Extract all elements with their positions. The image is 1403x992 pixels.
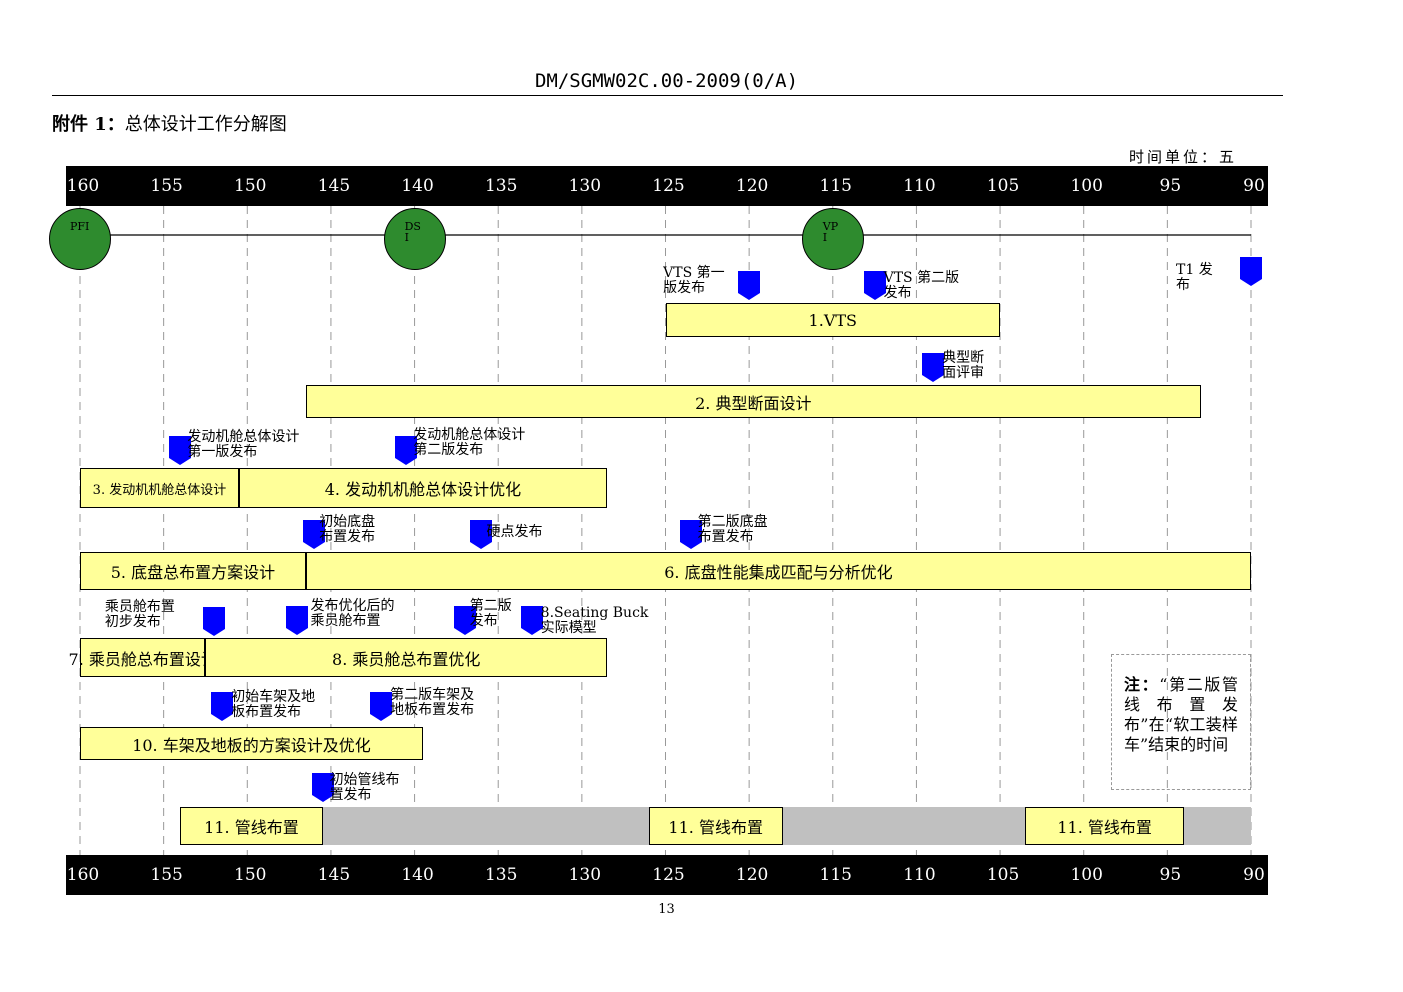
release-flag-icon — [311, 773, 334, 802]
attachment-title-text: 总体设计工作分解图 — [124, 114, 287, 135]
task-bar: 1.VTS — [665, 303, 1001, 337]
time-axis-bottom: 160 155 150 145 140 135 130 125 120 115 110 105 100 9… — [66, 855, 1268, 895]
milestone-dsi: DS I — [383, 208, 446, 270]
milestone-label: DS I — [404, 220, 421, 244]
milestone-label: PFI — [70, 220, 90, 233]
release-flag-icon — [1240, 257, 1262, 286]
axis-tick-label: 105 — [986, 865, 1020, 885]
time-axis-top: 160 155 150 145 140 135 130 125 120 115 110 105 100 9… — [66, 166, 1268, 206]
note-label: 注： — [1124, 675, 1160, 694]
axis-tick-label: 150 — [234, 865, 267, 885]
release-label: 第二版发布 — [469, 598, 512, 629]
axis-tick-label: 145 — [317, 176, 351, 196]
axis-tick-label: 120 — [735, 176, 769, 196]
header-rule — [52, 95, 1283, 96]
task-bar: 10. 车架及地板的方案设计及优化 — [80, 727, 423, 760]
release-flag-icon — [520, 606, 543, 635]
page-number: 13 — [658, 902, 675, 917]
axis-tick-label: 120 — [735, 865, 769, 885]
axis-tick-label: 110 — [903, 865, 936, 885]
axis-tick-label: 135 — [484, 865, 518, 885]
axis-tick-label: 150 — [234, 176, 267, 196]
axis-tick-label: 125 — [652, 865, 685, 885]
release-flag-icon — [370, 692, 393, 721]
axis-tick-label: 140 — [401, 176, 434, 196]
milestone-vpi: VP I — [801, 208, 864, 270]
axis-tick-label: 160 — [66, 176, 100, 196]
milestone-pfi: PFI — [49, 208, 111, 270]
axis-tick-label: 140 — [401, 865, 434, 885]
task-bar: 11. 管线布置 — [180, 807, 323, 845]
release-label: 第二版车架及地板布置发布 — [390, 687, 475, 718]
release-flag-icon — [453, 606, 476, 635]
attachment-label: 附件 1： — [52, 114, 125, 135]
axis-tick-label: 130 — [568, 865, 602, 885]
task-bar: 5. 底盘总布置方案设计 — [80, 552, 306, 590]
axis-tick-label: 95 — [1159, 865, 1182, 885]
axis-tick-label: 155 — [150, 176, 183, 196]
milestone-label: VP I — [822, 220, 839, 244]
task-bar: 11. 管线布置 — [1025, 807, 1185, 845]
release-label: 发动机舱总体设计第二版发布 — [413, 427, 526, 458]
release-flag-icon — [286, 606, 309, 635]
axis-tick-label: 130 — [568, 176, 602, 196]
release-flag-icon — [922, 353, 945, 382]
task-bar: 2. 典型断面设计 — [305, 385, 1201, 418]
release-label: 硬点发布 — [486, 524, 543, 540]
axis-tick-label: 115 — [819, 176, 853, 196]
release-flag-icon — [738, 271, 761, 300]
release-label: T1 发布 — [1176, 262, 1213, 293]
release-label: 初始底盘布置发布 — [319, 514, 376, 545]
release-flag-icon — [470, 520, 493, 549]
axis-tick-label: 100 — [1070, 176, 1103, 196]
release-flag-icon — [863, 271, 886, 300]
release-label: 发动机舱总体设计第一版发布 — [187, 429, 300, 460]
release-label: 初始车架及地板布置发布 — [231, 689, 316, 720]
task-bar: 3. 发动机机舱总体设计 — [80, 468, 239, 508]
axis-tick-label: 100 — [1070, 865, 1103, 885]
attachment-title: 附件 1：总体设计工作分解图 — [52, 110, 287, 136]
axis-tick-label: 135 — [484, 176, 518, 196]
release-label: 典型断面评审 — [942, 350, 985, 381]
release-label: VTS 第一版发布 — [663, 265, 725, 296]
release-flag-icon — [303, 520, 326, 549]
document-code: DM/SGMW02C.00-2009(0/A) — [534, 70, 799, 92]
task-bar: 11. 管线布置 — [648, 807, 783, 845]
release-flag-icon — [679, 520, 702, 549]
axis-tick-label: 90 — [1243, 176, 1265, 196]
axis-tick-label: 90 — [1243, 865, 1265, 885]
axis-tick-label: 105 — [986, 176, 1020, 196]
release-label: 发布优化后的乘员舱布置 — [310, 598, 395, 629]
axis-tick-label: 125 — [652, 176, 685, 196]
axis-tick-label: 160 — [66, 865, 100, 885]
axis-tick-label: 110 — [903, 176, 936, 196]
task-bar: 4. 发动机机舱总体设计优化 — [238, 468, 607, 508]
release-label: 第二版底盘布置发布 — [697, 514, 768, 545]
axis-tick-label: 95 — [1159, 176, 1182, 196]
note-box: 注：“第二版管线布置发布”在“软工装样车”结束的时间 — [1111, 654, 1251, 790]
release-label: 8.Seating Buck 实际模型 — [540, 605, 649, 636]
note-text: “第二版管线布置发布”在“软工装样车”结束的时间 — [1124, 675, 1238, 754]
task-bar: 7. 乘员舱总布置设计 — [69, 638, 217, 677]
axis-tick-label: 145 — [317, 865, 351, 885]
axis-tick-label: 115 — [819, 865, 853, 885]
release-flag-icon — [169, 436, 192, 465]
release-flag-icon — [211, 692, 234, 721]
time-unit-label: 时间单位：五 — [1128, 148, 1237, 166]
release-flag-icon — [202, 607, 225, 636]
release-label: VTS 第二版发布 — [883, 270, 960, 301]
release-label: 初始管线布置发布 — [329, 772, 400, 803]
task-bar: 8. 乘员舱总布置优化 — [205, 638, 607, 677]
task-bar: 6. 底盘性能集成匹配与分析优化 — [305, 552, 1251, 590]
release-label: 乘员舱布置初步发布 — [104, 599, 175, 630]
axis-tick-label: 155 — [150, 865, 183, 885]
release-flag-icon — [395, 436, 418, 465]
